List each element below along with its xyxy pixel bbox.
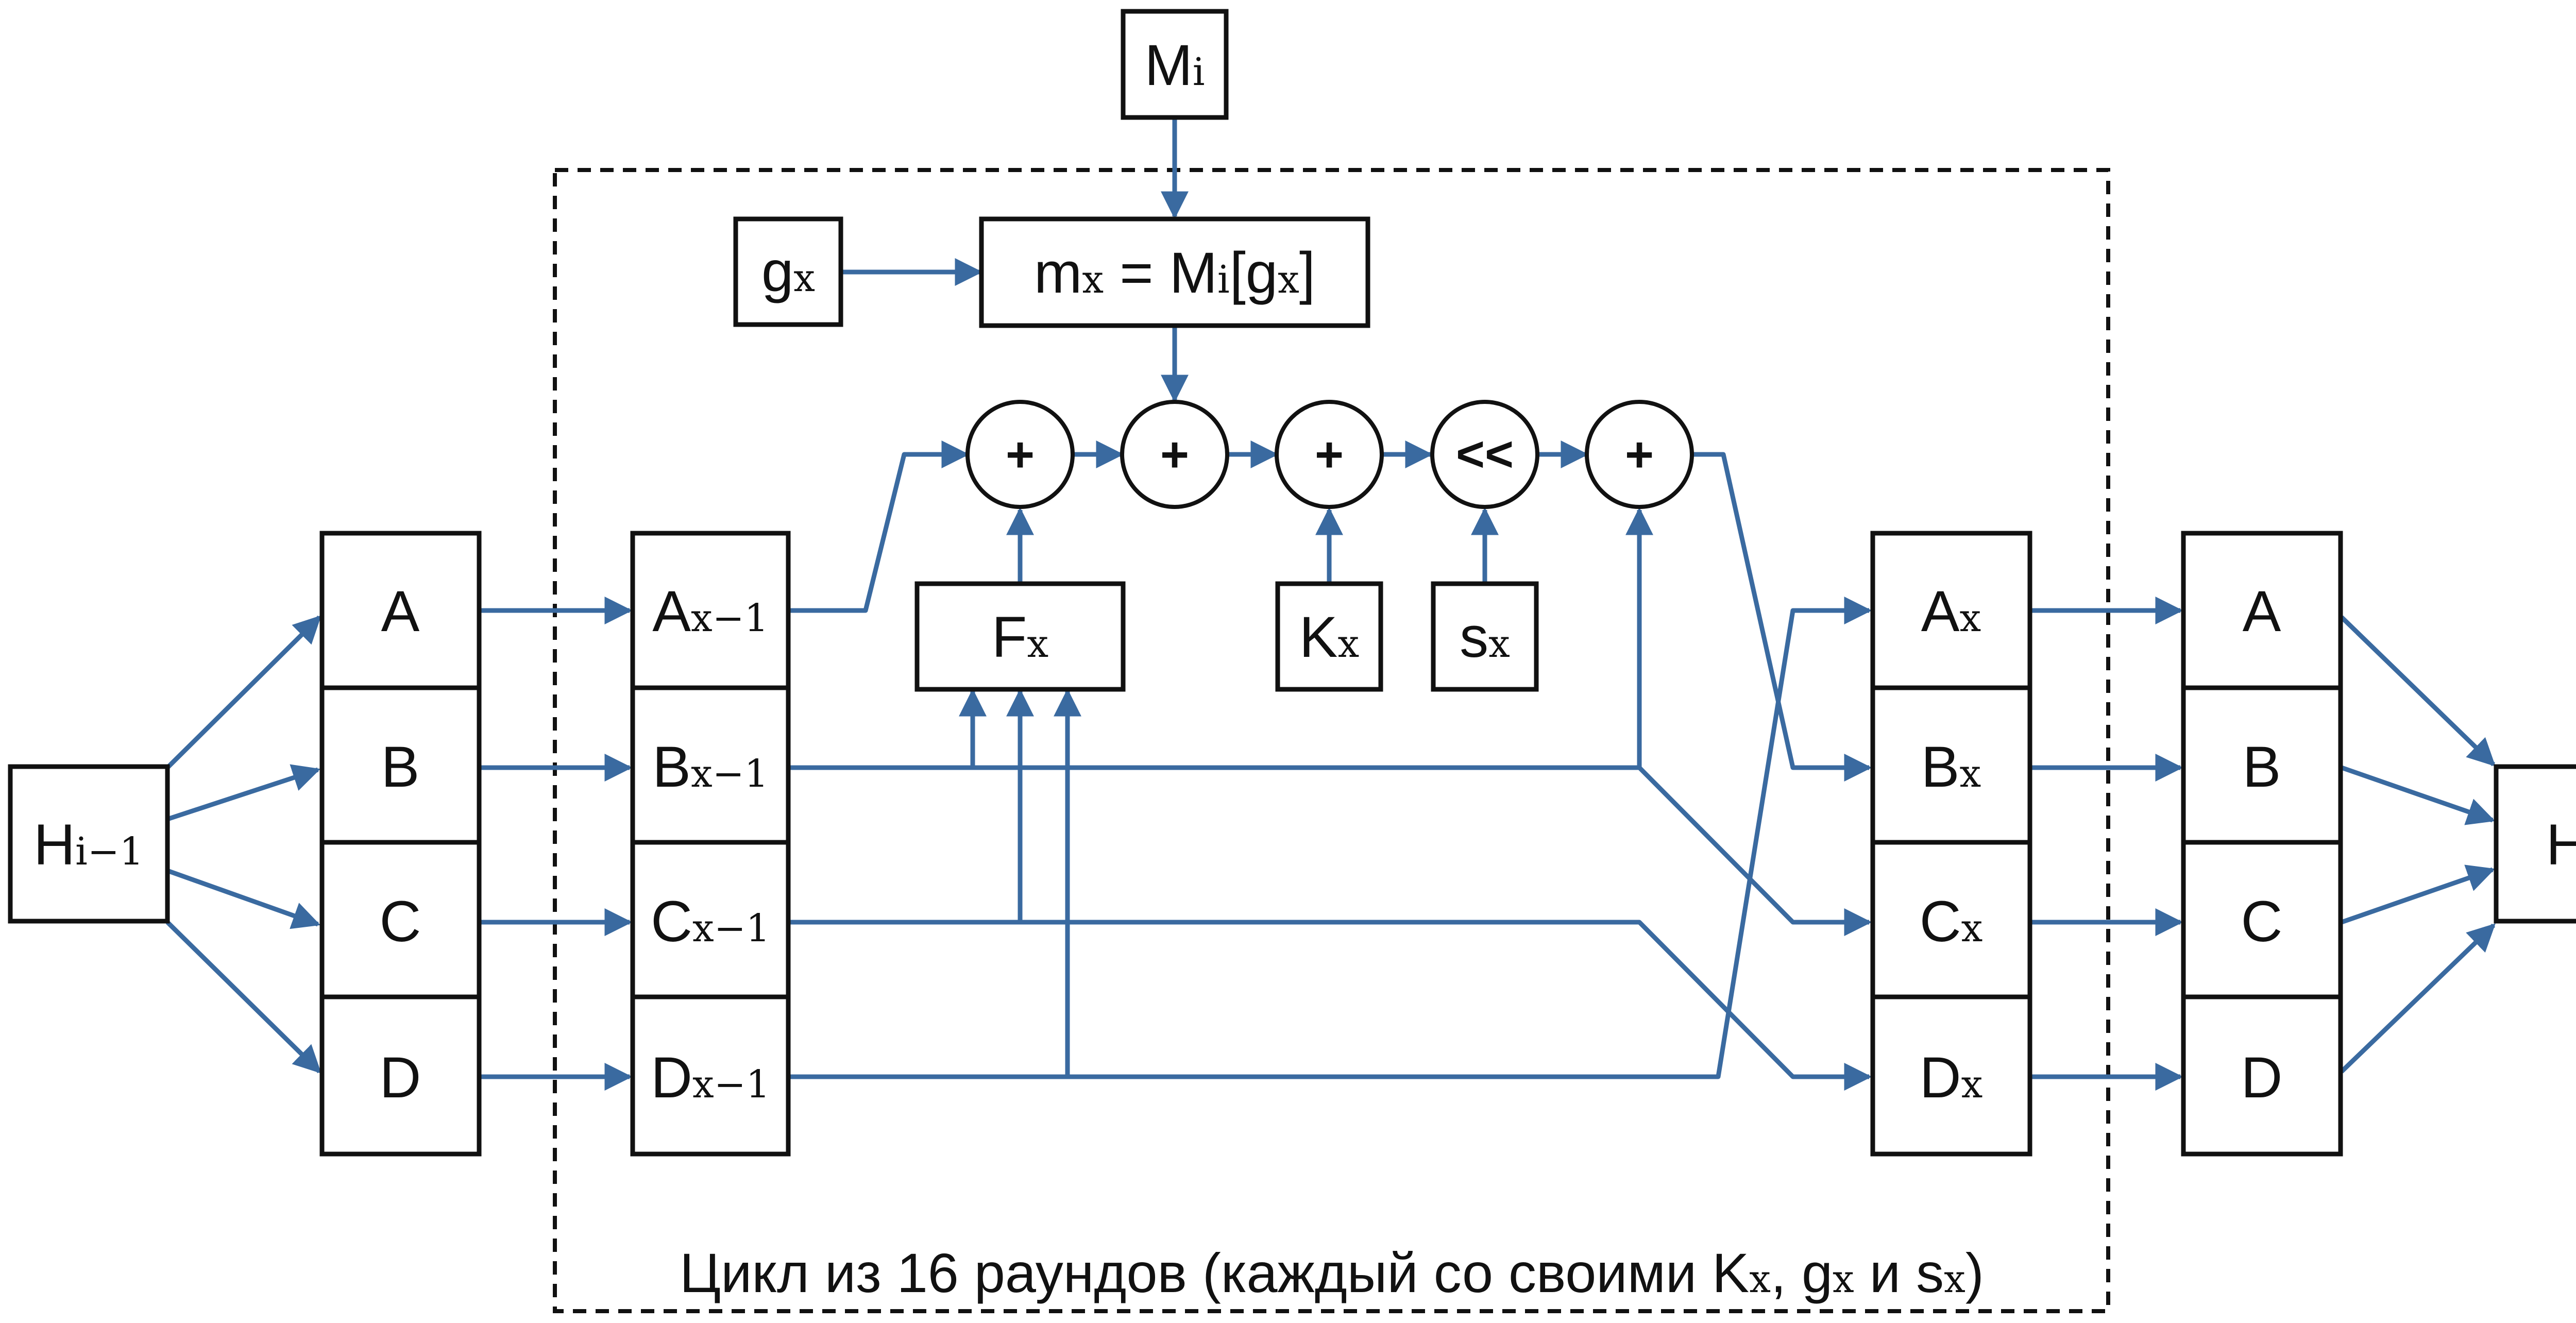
round-output-register: Ax Bx Cx Dx	[1870, 531, 2032, 1157]
svg-text:Hi: Hi	[2546, 812, 2576, 877]
svg-text:Mi: Mi	[1145, 33, 1205, 97]
round-input-b: Bx−1	[652, 735, 769, 799]
connections	[165, 117, 2496, 1091]
constant-kx-box: Kx	[1275, 581, 1383, 692]
arrow-add4-to-bx	[1693, 452, 1872, 782]
output-hash-label: H	[2546, 812, 2576, 877]
shift-sx-box: sx	[1431, 581, 1539, 692]
arrow-c-to-hi	[2341, 864, 2496, 925]
svg-text:Kx: Kx	[1299, 605, 1359, 669]
arrow-h-to-a	[165, 615, 321, 770]
svg-text:gx: gx	[761, 239, 815, 303]
arrow-ain-to-add1	[788, 440, 970, 613]
shift-sx-subscript: x	[1488, 622, 1510, 666]
state-right-a: A	[2243, 579, 2281, 643]
arrow-h-to-b	[166, 764, 321, 822]
output-hash-box: Hi	[2494, 764, 2576, 924]
arrow-din-to-fx	[788, 688, 1081, 1079]
state-right-c: C	[2241, 889, 2283, 954]
arrow-h-to-c	[166, 868, 321, 929]
state-left-d: D	[380, 1045, 421, 1110]
state-register-right: A B C D	[2181, 531, 2343, 1157]
state-right-b: B	[2243, 735, 2281, 799]
round-input-a: Ax−1	[652, 579, 769, 643]
constant-kx-label: K	[1299, 605, 1338, 669]
add-1-symbol: +	[1006, 427, 1035, 482]
state-right-d: D	[2241, 1045, 2283, 1110]
function-fx-box: Fx	[914, 581, 1126, 692]
function-fx-label: F	[992, 605, 1027, 669]
add-3-symbol: +	[1315, 427, 1344, 482]
add-operator-3: +	[1275, 400, 1384, 509]
round-loop-region	[553, 168, 2110, 1313]
arrow-h-to-d	[165, 920, 321, 1074]
arrow-bin-to-fx	[788, 688, 987, 770]
operator-chain: + + + << +	[965, 400, 1694, 509]
message-block-subscript: i	[1193, 50, 1205, 94]
input-hash-box: Hi−1	[8, 764, 170, 924]
constant-kx-subscript: x	[1337, 622, 1359, 666]
arrow-a-to-hi	[2340, 615, 2496, 767]
arrow-din-to-ax	[1067, 597, 1872, 1079]
add-2-symbol: +	[1160, 427, 1189, 482]
svg-text:Fx: Fx	[992, 605, 1048, 669]
index-gx-subscript: x	[793, 256, 815, 300]
svg-text:Hi−1: Hi−1	[33, 812, 144, 877]
arrow-bin-to-cx	[1637, 766, 1872, 936]
add-4-symbol: +	[1625, 427, 1654, 482]
input-hash-label: H	[33, 812, 75, 877]
add-operator-1: +	[965, 400, 1075, 509]
input-hash-subscript: i−1	[75, 829, 144, 874]
word-select-box: mx = Mi[gx]	[979, 216, 1370, 328]
message-block-box: Mi	[1121, 9, 1229, 120]
function-fx-subscript: x	[1027, 622, 1048, 666]
arrow-b-to-hi	[2341, 765, 2496, 825]
word-select-expression: mx = Mi[gx]	[1034, 241, 1315, 305]
state-left-c: C	[380, 889, 421, 954]
round-loop-caption: Цикл из 16 раундов (каждый со своими Kx,…	[680, 1242, 1984, 1304]
round-input-c: Cx−1	[651, 889, 770, 954]
shift-sx-label: s	[1460, 605, 1488, 669]
index-gx-label: g	[761, 239, 793, 303]
shift-operator: <<	[1430, 400, 1539, 509]
state-left-b: B	[381, 735, 420, 799]
round-output-c: Cx	[1920, 889, 1983, 954]
round-output-a: Ax	[1921, 579, 1981, 643]
add-operator-4: +	[1585, 400, 1694, 509]
round-input-register: Ax−1 Bx−1 Cx−1 Dx−1	[630, 531, 791, 1157]
round-output-b: Bx	[1921, 735, 1981, 799]
round-input-d: Dx−1	[651, 1045, 770, 1110]
shift-symbol: <<	[1456, 427, 1514, 482]
state-register-left: A B C D	[319, 531, 482, 1157]
add-operator-2: +	[1120, 400, 1229, 509]
message-block-label: M	[1145, 33, 1193, 97]
svg-text:sx: sx	[1460, 605, 1510, 669]
arrow-cin-to-fx	[788, 688, 1034, 925]
arrow-d-to-hi	[2340, 923, 2496, 1074]
state-left-a: A	[381, 579, 420, 643]
round-output-d: Dx	[1920, 1045, 1983, 1110]
arrow-cin-to-dx	[1020, 920, 1872, 1091]
index-gx-box: gx	[733, 216, 843, 327]
